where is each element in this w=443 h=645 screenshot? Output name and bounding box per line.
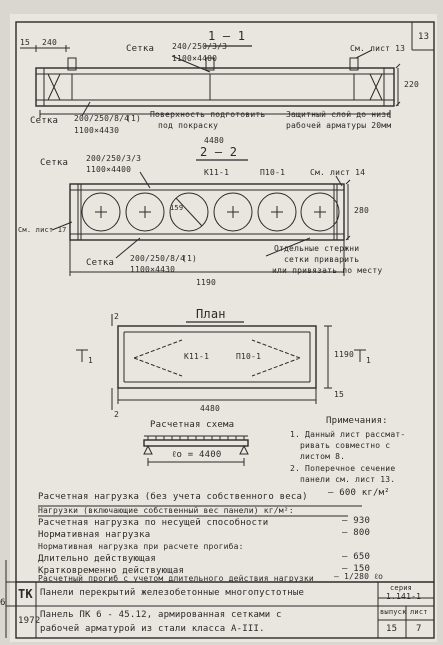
surface-note-1: Поверхность подготовить (150, 110, 266, 119)
plan-dim-15: 15 (334, 390, 345, 399)
load-value-7: — 150 (342, 564, 371, 574)
load-line-1: Расчетная нагрузка (без учета собственно… (38, 492, 308, 502)
s2-setka-bottom-label: Сетка (86, 258, 115, 268)
paper (10, 14, 437, 642)
s2-k11-label: К11-1 (204, 168, 230, 177)
load-line-4: Нормативная нагрузка (38, 530, 151, 540)
note-1-line-3: листом 8. (300, 452, 346, 461)
ref-sheet-14: См. лист 14 (310, 168, 366, 177)
frame (15, 21, 435, 639)
dim-15: 15 (20, 38, 31, 47)
issue-value: 15 (386, 624, 398, 634)
sheet-value: 7 (416, 624, 422, 634)
note-2-line-2: панели см. лист 13. (300, 475, 396, 484)
dim-240: 240 (42, 38, 58, 47)
s2-setka-bottom-spec: 200/250/8/4 (130, 254, 186, 263)
plan-p10-label: П10-1 (236, 352, 262, 361)
plan-length-label: 4480 (200, 404, 221, 413)
dim-220: 220 (404, 80, 420, 89)
note-2-line-1: 2. Поперечное сечение (290, 464, 396, 473)
plan-mark-1-left: 1 (88, 356, 94, 365)
load-line-2: Нагрузки (включающие собственный вес пан… (38, 506, 294, 515)
load-line-8: Расчетный прогиб с учетом длительного де… (38, 574, 314, 583)
section-2-panel (69, 183, 345, 241)
load-value-6: — 650 (342, 552, 371, 562)
s2-setka-top-label: Сетка (40, 158, 69, 168)
s2-setka-bottom-size: 1100×4430 (130, 265, 176, 274)
title-line-1: Панели перекрытий железобетонные многопу… (40, 588, 305, 598)
dim-1190-s2-label: 1190 (196, 278, 217, 287)
year-label: 1972 (18, 616, 41, 626)
load-value-8: — 1/280 ℓо (334, 572, 384, 581)
setka-top-label: Сетка (126, 44, 155, 54)
issue-label: выпуск (380, 608, 407, 616)
scheme-span: ℓо = 4400 (172, 450, 222, 460)
title-line-3: рабочей арматурой из стали класса А-III. (40, 624, 265, 634)
load-value-4: — 800 (342, 528, 371, 538)
bars-note-3: или привязать по месту (272, 266, 383, 275)
setka-top-size: 1100×4400 (172, 54, 218, 63)
page-number: 13 (418, 32, 430, 42)
setka-top-spec: 240/250/3/3 (172, 42, 228, 51)
load-value-1: — 600 кг/м² (328, 488, 390, 498)
bars-note-2: сетки приварить (284, 255, 360, 264)
sheet-label: лист (410, 608, 428, 616)
load-line-6: Длительно действующая (38, 554, 156, 564)
side-number: 6 (0, 598, 6, 608)
plan-outline (117, 325, 317, 389)
s2-p10-label: П10-1 (260, 168, 286, 177)
setka-bottom-size: 1100×4430 (74, 126, 120, 135)
section-2-title: 2 — 2 (200, 145, 238, 159)
series-value: 1.141-1 (386, 592, 422, 601)
plan-mark-1-right: 1 (366, 356, 372, 365)
section-1-title: 1 — 1 (208, 29, 246, 43)
s2-setka-bottom-mark: (1) (182, 254, 198, 263)
note-1-line-1: 1. Данный лист рассмат- (290, 430, 406, 439)
scheme-title: Расчетная схема (150, 420, 235, 430)
load-line-7: Кратковременно действующая (38, 566, 185, 576)
ref-sheet-17: См. лист 17 (18, 226, 67, 234)
cover-note-2: рабочей арматуры 20мм (286, 121, 392, 130)
notes-title: Примечания: (326, 416, 388, 426)
setka-bottom-mark: (1) (126, 114, 142, 123)
load-line-3: Расчетная нагрузка по несущей способност… (38, 518, 269, 528)
plan-mark-2-bottom: 2 (114, 410, 120, 419)
note-1-line-2: ривать совместно с (300, 441, 391, 450)
surface-note-2: под покраску (158, 121, 219, 130)
plan-title: План (196, 307, 226, 321)
load-line-5: Нормативная нагрузка при расчете прогиба… (38, 542, 244, 551)
s2-setka-top-spec: 200/250/3/3 (86, 154, 142, 163)
section-1-beam (35, 57, 395, 107)
series-label: серия (390, 584, 413, 592)
dim-4480-s1-label: 4480 (204, 136, 225, 145)
title-line-2: Панель ПК 6 - 45.12, армированная сеткам… (40, 610, 282, 620)
setka-bottom-spec: 200/250/8/4 (74, 114, 130, 123)
load-value-3: — 930 (342, 516, 371, 526)
bars-note-1: Отдельные стержни (274, 244, 360, 253)
hole-diameter: 159 (170, 204, 184, 212)
plan-mark-2-top: 2 (114, 312, 120, 321)
plan-k11-label: К11-1 (184, 352, 210, 361)
s2-setka-top-size: 1100×4400 (86, 165, 132, 174)
tk-label: ТК (18, 587, 33, 601)
cover-note-1: Защитный слой до низа (286, 110, 392, 119)
dim-280: 280 (354, 206, 370, 215)
scheme-beam (143, 435, 249, 466)
title-block-lines (5, 560, 434, 638)
setka-bottom-label: Сетка (30, 116, 59, 126)
ref-sheet-13: См. лист 13 (350, 44, 406, 53)
plan-width-label: 1190 (334, 350, 355, 359)
